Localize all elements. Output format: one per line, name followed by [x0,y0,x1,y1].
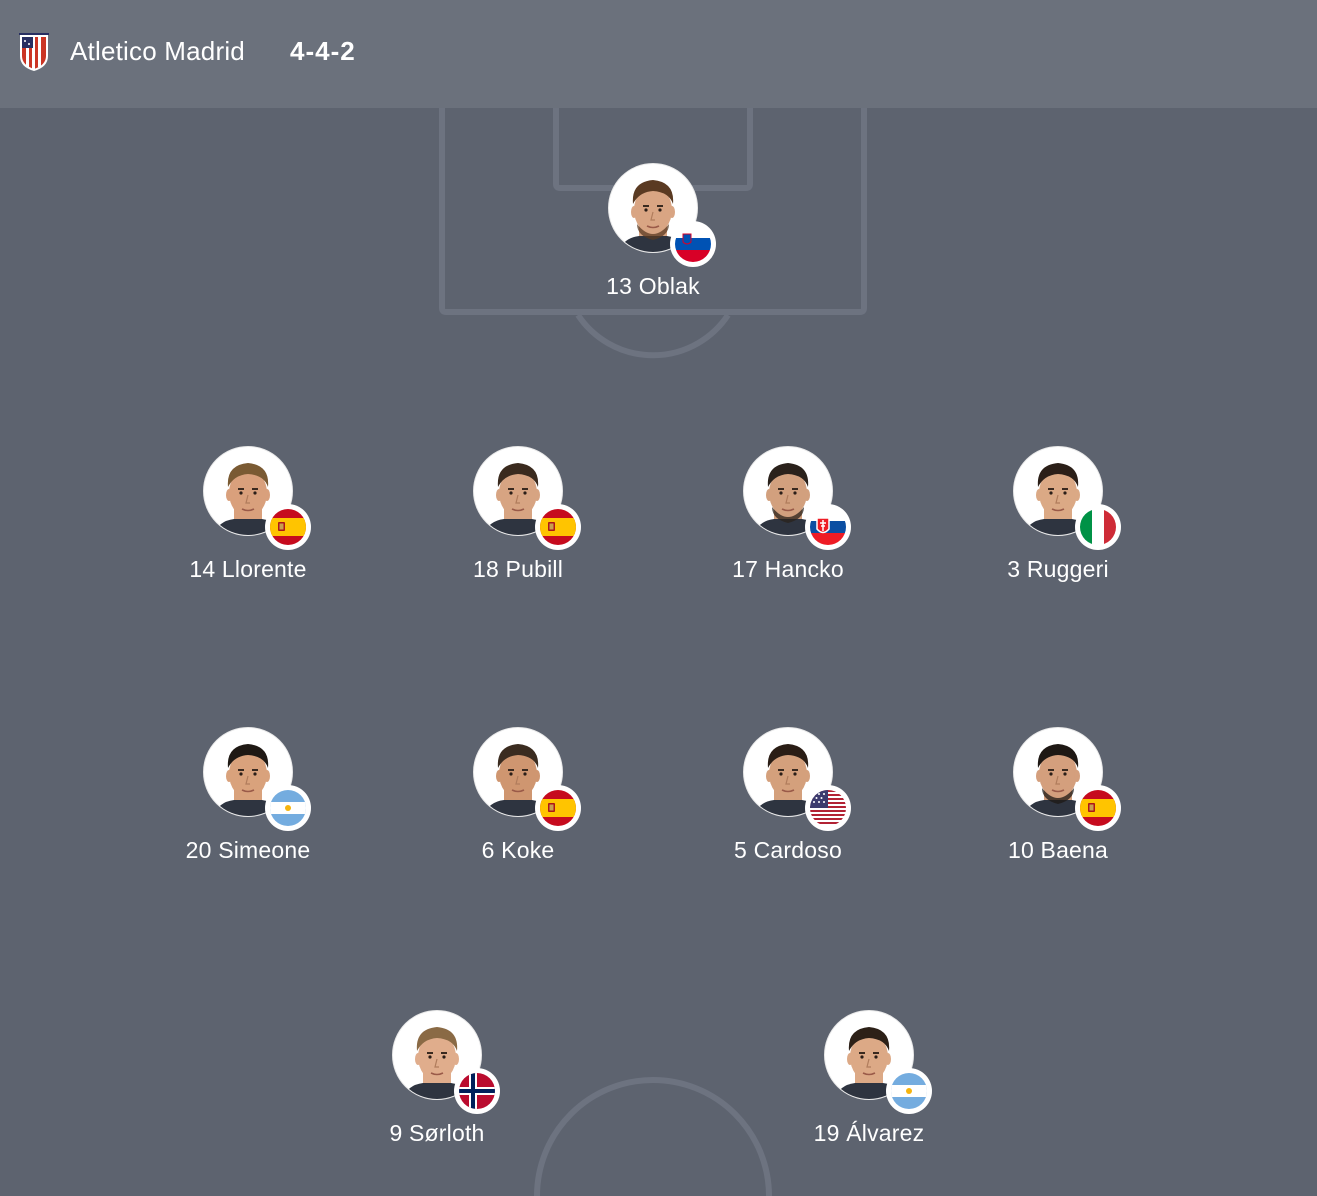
player-label: 3 Ruggeri [1007,556,1109,582]
player-photo [473,727,563,817]
player-photo [392,1010,482,1100]
usa-flag-icon [805,785,851,831]
spain-flag-icon [1075,785,1121,831]
player-llorente[interactable]: 14 Llorente [148,446,348,583]
player-photo-wrap [743,446,851,550]
player-alvarez[interactable]: 19 Álvarez [769,1010,969,1147]
spain-flag-icon [265,504,311,550]
player-photo-wrap [608,163,716,267]
player-pubill[interactable]: 18 Pubill [418,446,618,583]
player-photo-wrap [1013,446,1121,550]
player-photo-wrap [1013,727,1121,831]
player-label: 13 Oblak [606,273,700,299]
slovenia-flag-icon [670,221,716,267]
player-hancko[interactable]: 17 Hancko [688,446,888,583]
player-oblak[interactable]: 13 Oblak [553,163,753,300]
italy-flag-icon [1075,504,1121,550]
player-photo-wrap [203,727,311,831]
player-photo-wrap [203,446,311,550]
player-photo-wrap [392,1010,500,1114]
player-cardoso[interactable]: 5 Cardoso [688,727,888,864]
player-label: 9 Sørloth [389,1120,485,1146]
player-label: 19 Álvarez [813,1120,925,1146]
player-label: 20 Simeone [185,837,311,863]
player-photo-wrap [743,727,851,831]
argentina-flag-icon [886,1068,932,1114]
player-baena[interactable]: 10 Baena [958,727,1158,864]
norway-flag-icon [454,1068,500,1114]
player-ruggeri[interactable]: 3 Ruggeri [958,446,1158,583]
player-label: 18 Pubill [472,556,564,582]
player-sorloth[interactable]: 9 Sørloth [337,1010,537,1147]
player-label: 17 Hancko [732,556,844,582]
player-photo [608,163,698,253]
player-label: 10 Baena [1007,837,1109,863]
argentina-flag-icon [265,785,311,831]
player-photo-wrap [824,1010,932,1114]
player-simeone[interactable]: 20 Simeone [148,727,348,864]
team-name: Atletico Madrid [70,36,245,66]
spain-flag-icon [535,504,581,550]
player-label: 6 Koke [481,837,555,863]
atletico-madrid-crest-icon [19,33,49,71]
slovakia-flag-icon [805,504,851,550]
team-header: Atletico Madrid 4-4-2 [0,0,1317,108]
formation-label: 4-4-2 [290,36,356,66]
spain-flag-icon [535,785,581,831]
player-photo-wrap [473,727,581,831]
player-label: 5 Cardoso [734,837,842,863]
player-label: 14 Llorente [189,556,307,582]
player-koke[interactable]: 6 Koke [418,727,618,864]
player-photo-wrap [473,446,581,550]
